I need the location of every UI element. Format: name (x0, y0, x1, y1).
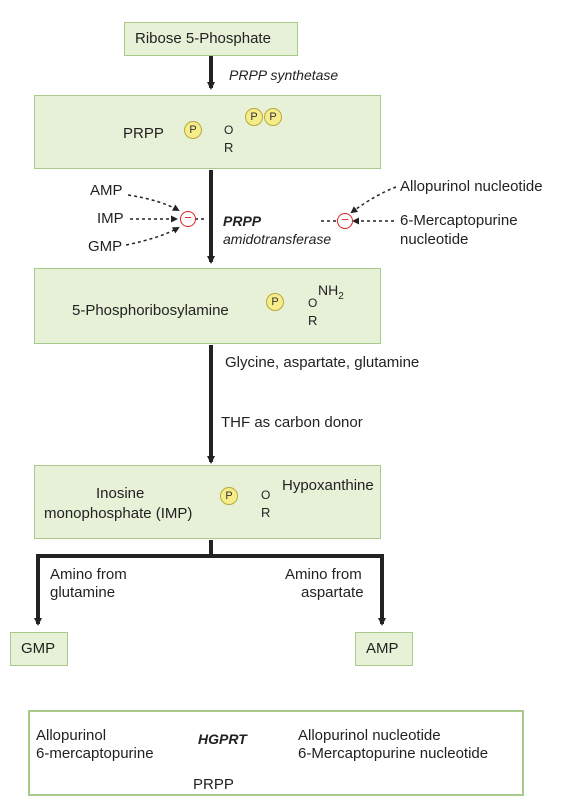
node-prpp (34, 95, 381, 169)
inhibitor-imp: IMP (97, 210, 124, 227)
salvage-input-line2: 6-mercaptopurine (36, 745, 154, 762)
phosphate-icon: P (264, 108, 282, 126)
salvage-cosubstrate: PRPP (193, 776, 234, 793)
step-thf: THF as carbon donor (221, 414, 363, 431)
salvage-panel (28, 710, 524, 796)
inhibition-icon: − (337, 213, 353, 229)
enzyme-prpp-synthetase: PRPP synthetase (229, 67, 339, 83)
inhibitor-mercaptopurine-line2: nucleotide (400, 231, 469, 248)
branch-right-line2: aspartate (301, 584, 364, 601)
ribose-symbol: R (224, 140, 234, 155)
ring-oxygen: O (224, 123, 234, 137)
enzyme-hgprt: HGPRT (198, 731, 247, 747)
salvage-input-line1: Allopurinol (36, 727, 107, 744)
inhibitor-amp: AMP (90, 182, 123, 199)
branch-right-line1: Amino from (285, 566, 362, 583)
node-ribose-5-phosphate (124, 22, 298, 56)
inhibitor-gmp: GMP (88, 238, 123, 255)
salvage-output-line1: Allopurinol nucleotide (298, 727, 441, 744)
ring-oxygen: O (308, 296, 318, 310)
node-gmp (10, 632, 68, 666)
inhibitor-allopurinol: Allopurinol nucleotide (400, 178, 543, 195)
step-substrates: Glycine, aspartate, glutamine (225, 354, 420, 371)
inhibitor-mercaptopurine-line1: 6-Mercaptopurine (400, 212, 518, 229)
phosphate-icon: P (220, 487, 238, 505)
branch-left-line2: glutamine (50, 584, 116, 601)
enzyme-amido-line2: amidotransferase (223, 231, 332, 247)
ribose-symbol: R (261, 505, 271, 520)
branch-left-line1: Amino from (50, 566, 127, 583)
node-imp (34, 465, 381, 539)
node-phosphoribosylamine (34, 268, 381, 344)
node-amp (355, 632, 413, 666)
phosphate-icon: P (245, 108, 263, 126)
gmp-label: GMP (21, 640, 56, 657)
phosphate-icon: P (266, 293, 284, 311)
amp-label: AMP (366, 640, 399, 657)
ribose-symbol: R (308, 313, 318, 328)
enzyme-amido-line1: PRPP (223, 213, 262, 229)
ring-oxygen: O (261, 488, 271, 502)
imp-label-line2: monophosphate (IMP) (44, 505, 193, 522)
ribose-label: Ribose 5-Phosphate (135, 30, 271, 47)
imp-label-line1: Inosine (96, 485, 145, 502)
phosphoribosylamine-label: 5-Phosphoribosylamine (72, 302, 229, 319)
salvage-output-line2: 6-Mercaptopurine nucleotide (298, 745, 489, 762)
phosphate-icon: P (184, 121, 202, 139)
hypoxanthine-label: Hypoxanthine (282, 477, 374, 494)
amine-group: NH2 (318, 282, 344, 302)
inhibition-icon: − (180, 211, 196, 227)
prpp-label: PRPP (123, 125, 164, 142)
